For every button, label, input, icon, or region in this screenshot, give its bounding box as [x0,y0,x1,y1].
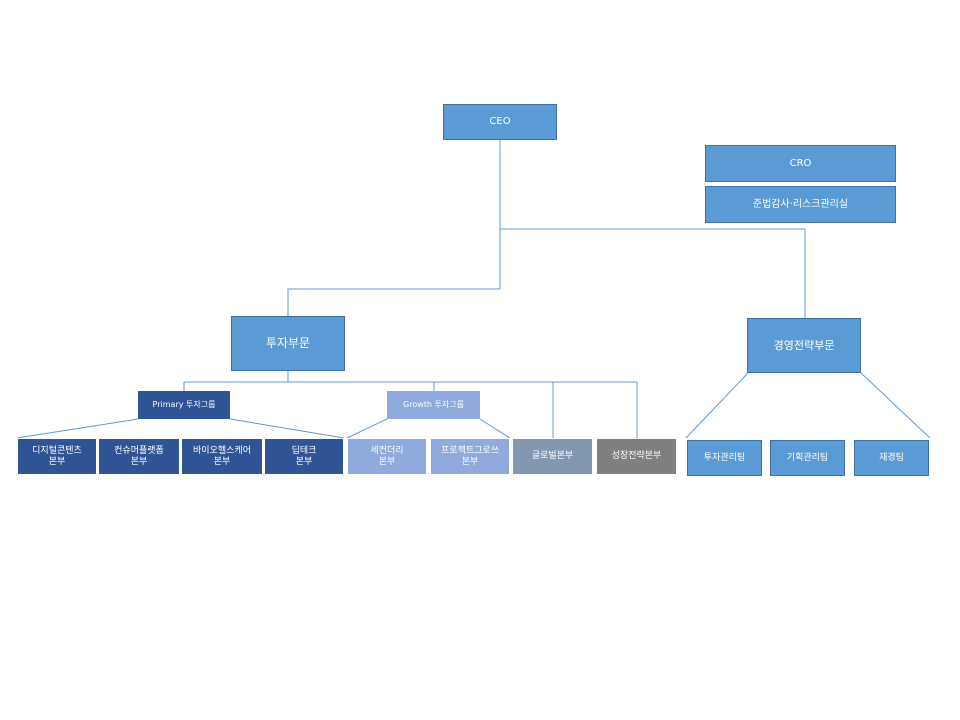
team-planning-mgmt-label: 기획관리팀 [786,452,829,463]
unit-secondary: 세컨더리 본부 [347,438,427,475]
unit-digital-contents-label: 디지털콘텐츠 본부 [32,445,82,467]
unit-global-label: 글로벌본부 [531,451,574,462]
unit-digital-contents: 디지털콘텐츠 본부 [17,438,97,475]
investment-division-box: 투자부문 [231,316,345,371]
unit-deep-tech-label: 딥테크 본부 [291,445,317,467]
compliance-box: 준법감사·리스크관리실 [705,186,896,223]
cro-box: CRO [705,145,896,182]
unit-growth-strategy: 성장전략본부 [596,438,677,475]
unit-project-growth: 프로젝트그로쓰 본부 [430,438,510,475]
unit-growth-strategy-label: 성장전략본부 [611,451,662,462]
unit-bio-healthcare: 바이오헬스케어 본부 [181,438,263,475]
unit-bio-healthcare-label: 바이오헬스케어 본부 [193,445,251,467]
primary-group-label: Primary 투자그룹 [152,400,216,410]
management-division-label: 경영전략부문 [773,338,835,352]
team-investment-mgmt: 투자관리팀 [687,440,762,476]
unit-consumer-platform-label: 컨슈머플랫폼 본부 [114,445,164,467]
team-finance: 재경팀 [854,440,929,476]
management-division-box: 경영전략부문 [747,318,861,373]
unit-global: 글로벌본부 [512,438,593,475]
unit-consumer-platform: 컨슈머플랫폼 본부 [98,438,180,475]
team-investment-mgmt-label: 투자관리팀 [703,452,746,463]
unit-project-growth-label: 프로젝트그로쓰 본부 [441,445,499,467]
cro-label: CRO [789,157,812,169]
unit-deep-tech: 딥테크 본부 [264,438,344,475]
ceo-label: CEO [489,116,511,127]
unit-secondary-label: 세컨더리 본부 [370,445,404,467]
compliance-label: 준법감사·리스크관리실 [752,198,849,210]
team-finance-label: 재경팀 [879,452,904,463]
ceo-box: CEO [443,104,557,140]
growth-group-label: Growth 투자그룹 [403,400,464,410]
investment-division-label: 투자부문 [265,336,311,351]
team-planning-mgmt: 기획관리팀 [770,440,845,476]
primary-group-box: Primary 투자그룹 [138,391,230,419]
growth-group-box: Growth 투자그룹 [387,391,480,419]
